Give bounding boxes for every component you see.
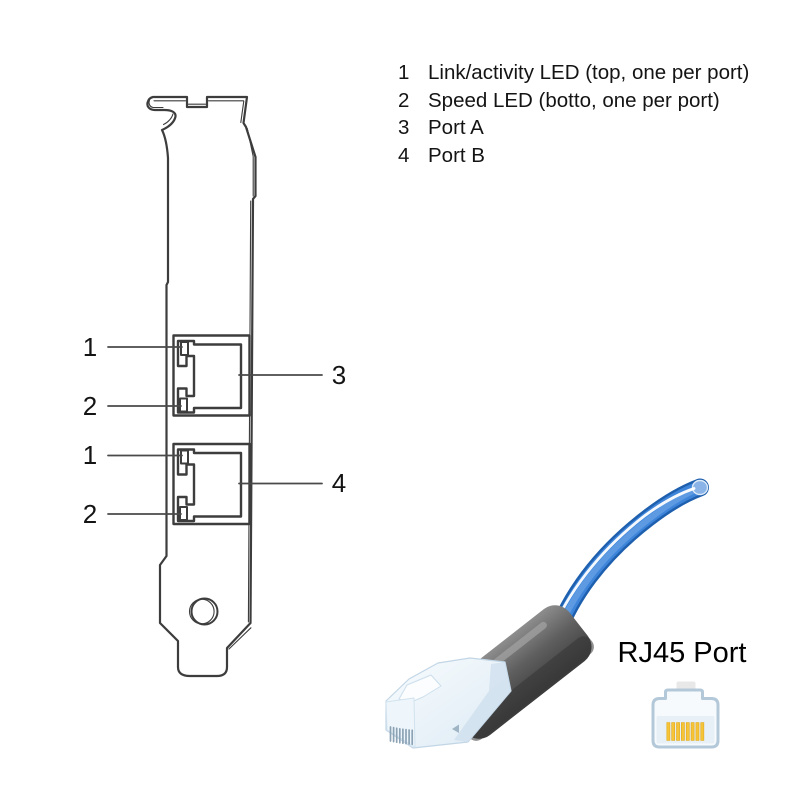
- legend-number: 2: [398, 88, 410, 112]
- callout-port-a-led1: 1: [82, 332, 98, 362]
- port-a-led-top: [180, 341, 189, 356]
- callout-port-b: 4: [331, 468, 347, 498]
- bracket-outline: [146, 95, 257, 678]
- port-a-jack: [176, 339, 243, 414]
- connector-pins: [389, 726, 414, 746]
- legend-label: Port A: [428, 116, 484, 139]
- screw-hole: [188, 597, 219, 626]
- rj45-connector: [385, 657, 512, 749]
- legend-item-3: 3 Port A: [398, 114, 749, 142]
- port-icon-pins: [666, 722, 705, 741]
- callout-port-b-led1: 1: [82, 440, 98, 470]
- rj45-port-icon: [651, 681, 720, 749]
- rj45-port-caption: RJ45 Port: [617, 637, 747, 669]
- legend-item-1: 1 Link/activity LED (top, one per port): [398, 59, 749, 87]
- callout-port-b-led2: 2: [82, 499, 98, 529]
- legend-label: Link/activity LED (top, one per port): [428, 61, 750, 84]
- legend-label: Port B: [428, 143, 485, 167]
- callout-port-a: 3: [331, 360, 347, 390]
- legend-number: 4: [398, 143, 410, 167]
- bracket-diagram: [107, 95, 323, 678]
- port-b-led-top: [180, 449, 189, 465]
- legend-item-2: 2 Speed LED (botto, one per port): [398, 87, 749, 115]
- legend: 1 Link/activity LED (top, one per port) …: [398, 59, 749, 169]
- rj45-cable-icon: [385, 478, 709, 749]
- callout-port-a-led2: 2: [82, 391, 98, 421]
- legend-number: 1: [398, 61, 410, 84]
- legend-item-4: 4 Port B: [398, 142, 749, 170]
- leader-lines: [107, 346, 323, 515]
- port-b-jack: [176, 448, 243, 523]
- legend-number: 3: [398, 116, 410, 139]
- legend-label: Speed LED (botto, one per port): [428, 88, 720, 112]
- port-a-led-bottom: [179, 397, 188, 413]
